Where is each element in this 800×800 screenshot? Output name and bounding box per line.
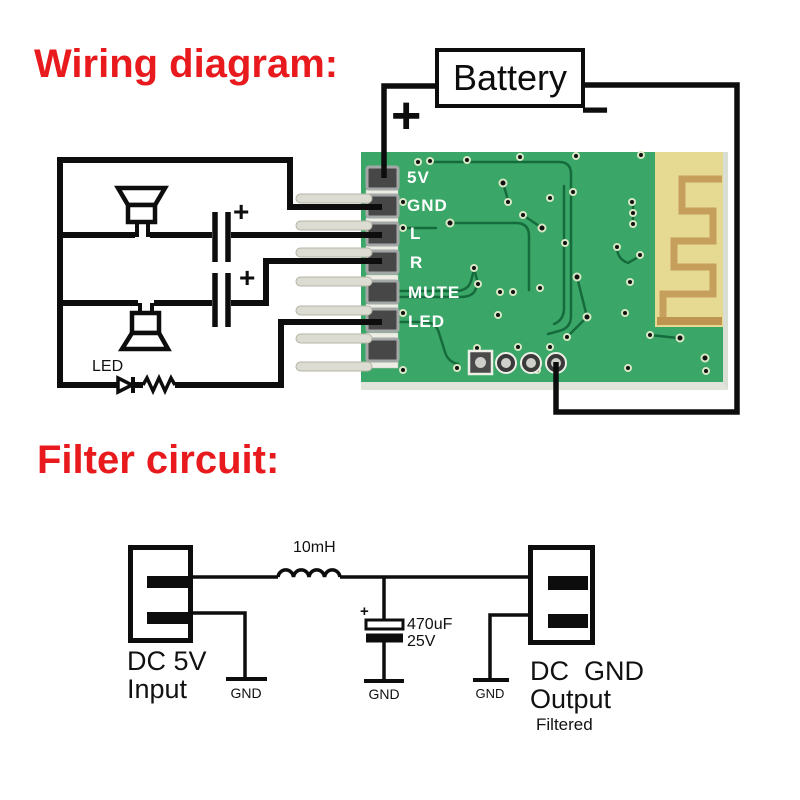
filter-circuit-graphics — [193, 568, 528, 683]
antenna-area — [655, 152, 723, 327]
capacitor-top-icon — [212, 212, 231, 262]
input-gnd-wire — [193, 611, 247, 679]
battery-minus-sign: − — [581, 84, 610, 137]
dc-input-connector — [128, 545, 193, 643]
header-pins — [295, 193, 373, 372]
capacitor-bottom-icon — [212, 273, 231, 327]
led-label: LED — [92, 358, 124, 375]
pin-label-r: R — [410, 253, 424, 272]
speaker-bottom-icon — [117, 303, 172, 352]
led-diode-icon — [116, 375, 136, 395]
gnd-label-cap: GND — [368, 686, 400, 702]
pin-label-led: LED — [408, 312, 445, 331]
pcb-side-pads — [365, 165, 400, 363]
gnd-wire — [57, 157, 382, 210]
antenna-meander-trace — [659, 175, 722, 322]
pcb-bottom-pads — [467, 349, 567, 376]
filter-title: Filter circuit: — [37, 438, 280, 482]
input-pin-ground — [147, 612, 189, 624]
cap-voltage-label: 25V — [407, 633, 436, 650]
output-pin-positive — [548, 576, 588, 590]
pcb-vias — [399, 151, 710, 375]
led-wire — [57, 319, 382, 388]
output-label-line3: Filtered — [536, 715, 593, 734]
filter-cap-plus-sign: + — [360, 603, 369, 620]
pin-label-l: L — [410, 224, 422, 243]
gnd-label-output: GND — [475, 686, 505, 701]
output-pin-ground — [548, 614, 588, 628]
wiring-title: Wiring diagram: — [34, 42, 339, 86]
gnd-label-input: GND — [230, 685, 262, 701]
output-label-line2: Output — [530, 684, 612, 714]
right-channel-wire — [57, 258, 382, 306]
speaker-top-icon — [114, 185, 169, 237]
output-label-line1: DC GND — [530, 656, 644, 686]
cap-value-label: 470uF — [407, 616, 453, 633]
hookup-wires — [57, 82, 740, 415]
battery-minus-wire — [553, 82, 740, 415]
pcb-traces — [396, 160, 680, 366]
battery-label: Battery — [452, 57, 568, 98]
battery-box: Battery — [435, 48, 585, 108]
input-label-line1: DC 5V — [127, 646, 207, 676]
output-gnd-wire — [488, 613, 528, 680]
cap-bottom-plus-sign: + — [239, 262, 256, 293]
pin-label-5v: 5V — [407, 168, 430, 187]
inductor-icon — [276, 568, 342, 578]
pin-label-mute: MUTE — [408, 283, 461, 302]
battery-plus-wire — [381, 83, 437, 178]
input-pin-positive — [147, 576, 189, 588]
filter-cap-plate-negative — [366, 633, 403, 643]
battery-plus-sign: + — [391, 87, 422, 145]
dc-output-connector — [528, 545, 595, 645]
input-label-line2: Input — [127, 674, 188, 704]
inductor-value-label: 10mH — [293, 539, 336, 556]
resistor-icon — [141, 373, 177, 396]
schematic-symbols — [114, 185, 231, 396]
pin-label-gnd: GND — [407, 196, 448, 215]
filter-cap-plate-positive — [364, 618, 405, 631]
cap-top-plus-sign: + — [233, 196, 250, 227]
